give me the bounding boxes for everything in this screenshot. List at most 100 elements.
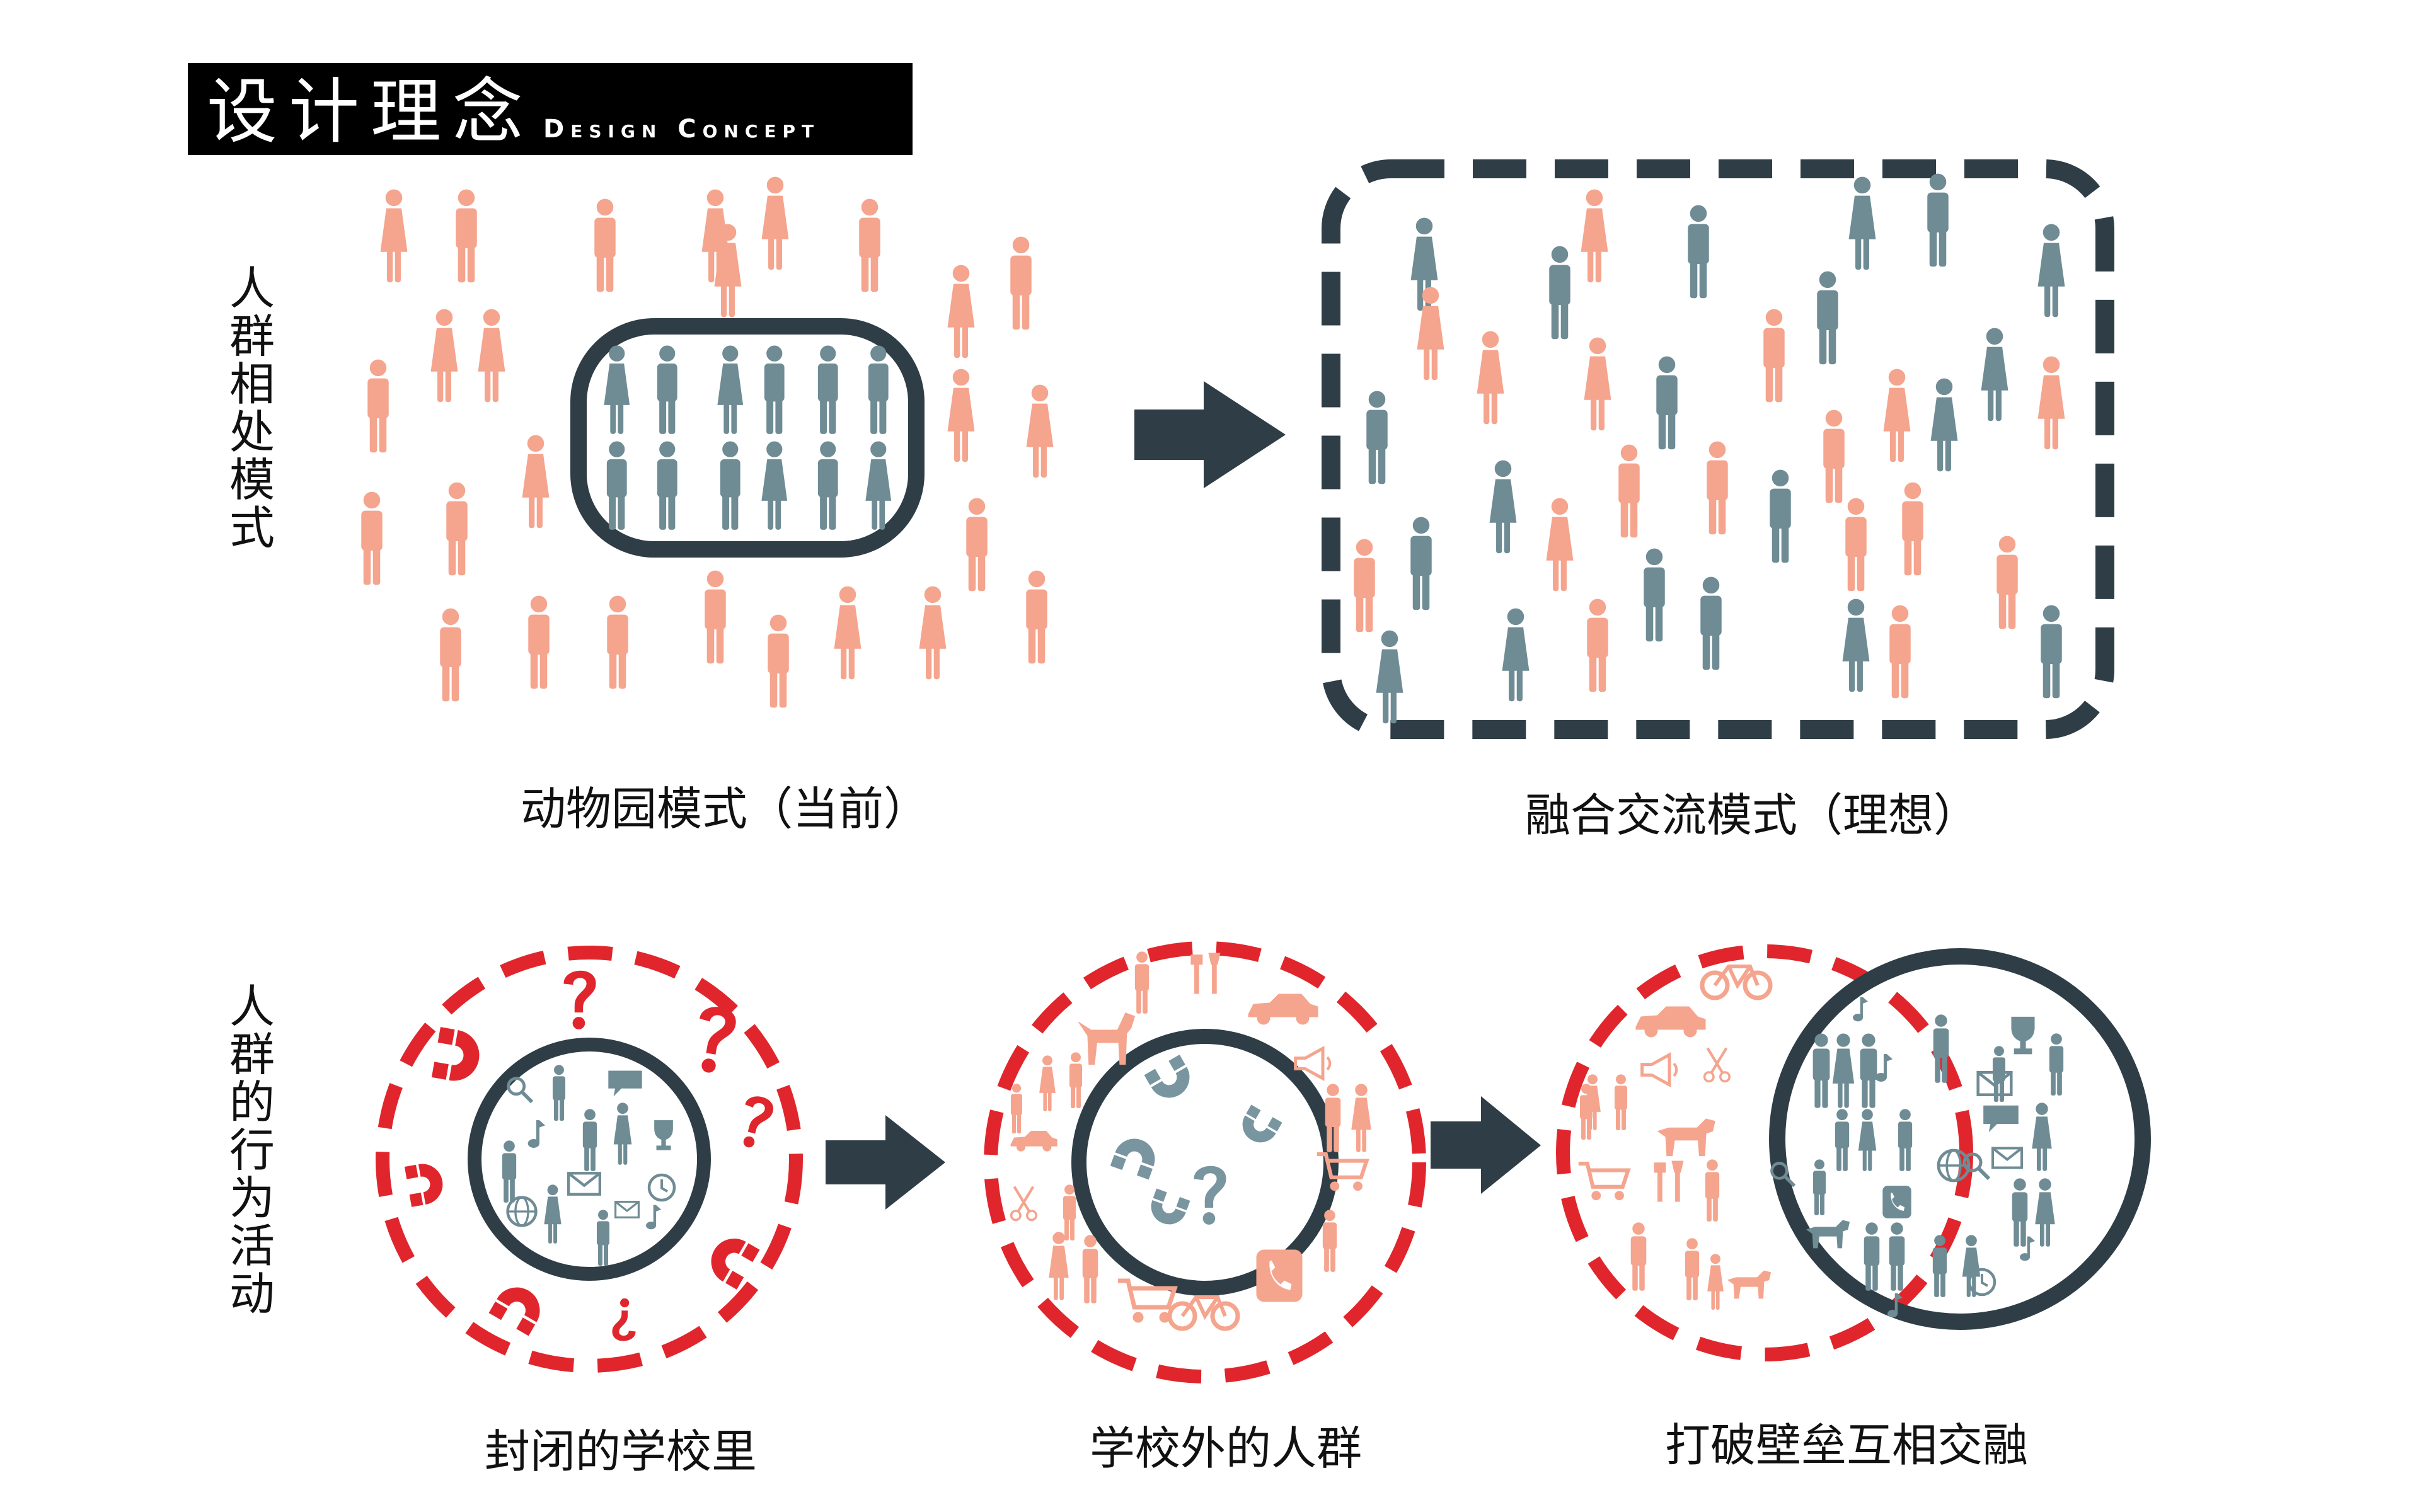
question-marks-red [404, 970, 776, 1341]
row-label-interaction-mode: 人群相处模式 [229, 262, 275, 554]
person-icon [1489, 460, 1517, 554]
magnet-icon [431, 1027, 483, 1085]
phone-icon [1256, 1249, 1303, 1302]
mail-icon [614, 1200, 640, 1219]
magnet-icon [488, 1279, 548, 1336]
qmark-icon [734, 1093, 776, 1152]
person-icon [606, 441, 627, 530]
qmark-icon [563, 970, 596, 1029]
title-bar: 设计理念 Design Concept [188, 63, 913, 155]
person-icon [1688, 205, 1709, 299]
person-icon [1835, 1109, 1850, 1171]
person-icon [868, 345, 889, 434]
person-icon [1366, 391, 1388, 484]
person-icon [2041, 605, 2062, 699]
person-icon [594, 198, 616, 292]
person-icon [1581, 189, 1608, 283]
person-icon [528, 595, 550, 689]
school-activities [502, 1065, 674, 1266]
person-icon [1587, 598, 1608, 692]
person-icon [919, 586, 947, 680]
person-icon [1354, 539, 1375, 633]
person-icon [1656, 356, 1678, 450]
scissors-icon [1011, 1187, 1037, 1220]
person-icon [761, 176, 789, 270]
note-icon [527, 1120, 545, 1148]
person-icon [1930, 378, 1958, 472]
person-icon [1883, 369, 1911, 462]
title-english: Design Concept [543, 115, 821, 144]
note-icon [1852, 997, 1868, 1022]
person-icon [859, 198, 880, 292]
caption-fusion-mode: 融合交流模式（理想） [1524, 789, 1979, 842]
note-icon [645, 1205, 661, 1230]
person-icon [1705, 1159, 1720, 1222]
megaphone-icon [1642, 1055, 1677, 1085]
person-icon [1477, 331, 1504, 425]
person-icon [2049, 1033, 2064, 1096]
person-icon [440, 608, 461, 702]
person-icon [1864, 1222, 1880, 1291]
row-label-behavior: 人群的行为活动 [229, 980, 275, 1320]
person-icon [1618, 444, 1640, 538]
globe-icon [508, 1198, 536, 1226]
caption-closed-school: 封闭的学校里 [484, 1425, 758, 1478]
question-magnets-inner [1110, 1055, 1282, 1230]
person-icon [2037, 224, 2065, 318]
person-icon [2035, 1178, 2055, 1247]
person-icon [1763, 309, 1785, 403]
car-icon [1635, 1006, 1706, 1038]
enclosed-crowd-slate [604, 345, 892, 530]
person-icon [1026, 570, 1047, 664]
dog-icon [1727, 1270, 1772, 1299]
person-icon [367, 359, 389, 453]
person-icon [478, 309, 505, 403]
zoo-enclosure [570, 318, 925, 558]
person-icon [446, 482, 468, 576]
person-icon [1549, 246, 1570, 340]
person-icon [2032, 1102, 2052, 1171]
qmark-icon [1194, 1166, 1226, 1225]
phone-icon [1882, 1186, 1911, 1218]
speech-icon [608, 1070, 642, 1096]
car-icon [1248, 994, 1318, 1025]
person-icon [657, 345, 677, 434]
person-icon [761, 441, 788, 530]
person-icon [502, 1140, 517, 1203]
cart-icon [1118, 1281, 1175, 1322]
person-icon [1614, 1074, 1628, 1131]
person-icon [1010, 1084, 1023, 1134]
outer-dashed-ring-closed [376, 946, 803, 1373]
person-icon [1069, 1052, 1083, 1109]
person-icon [361, 491, 383, 585]
person-icon [1010, 236, 1032, 330]
person-icon [604, 345, 630, 434]
magnet-icon [1144, 1055, 1197, 1106]
trophy-icon [654, 1120, 673, 1150]
arrow-right-icon [1431, 1096, 1541, 1194]
person-icon [1933, 1014, 1949, 1083]
note-icon [1875, 1054, 1893, 1082]
person-icon [1049, 1232, 1069, 1300]
tools-icon [1190, 953, 1221, 994]
merged-school-activities [1772, 997, 2064, 1318]
caption-outside-crowd: 学校外的人群 [1089, 1422, 1363, 1475]
person-icon [1898, 1109, 1913, 1171]
person-icon [1889, 1222, 1905, 1291]
tools-icon [1654, 1160, 1684, 1202]
person-icon [1842, 598, 1870, 692]
person-icon [2037, 356, 2065, 450]
person-icon [947, 265, 975, 358]
car-icon [1010, 1130, 1057, 1152]
person-icon [380, 189, 408, 283]
person-icon [1823, 410, 1845, 503]
person-icon [764, 345, 785, 434]
person-icon [1351, 1084, 1371, 1152]
person-icon [1039, 1055, 1056, 1112]
person-icon [720, 441, 740, 530]
person-icon [1134, 951, 1150, 1014]
person-icon [1026, 384, 1054, 478]
person-icon [1992, 1046, 2006, 1102]
trophy-icon [2011, 1016, 2035, 1055]
